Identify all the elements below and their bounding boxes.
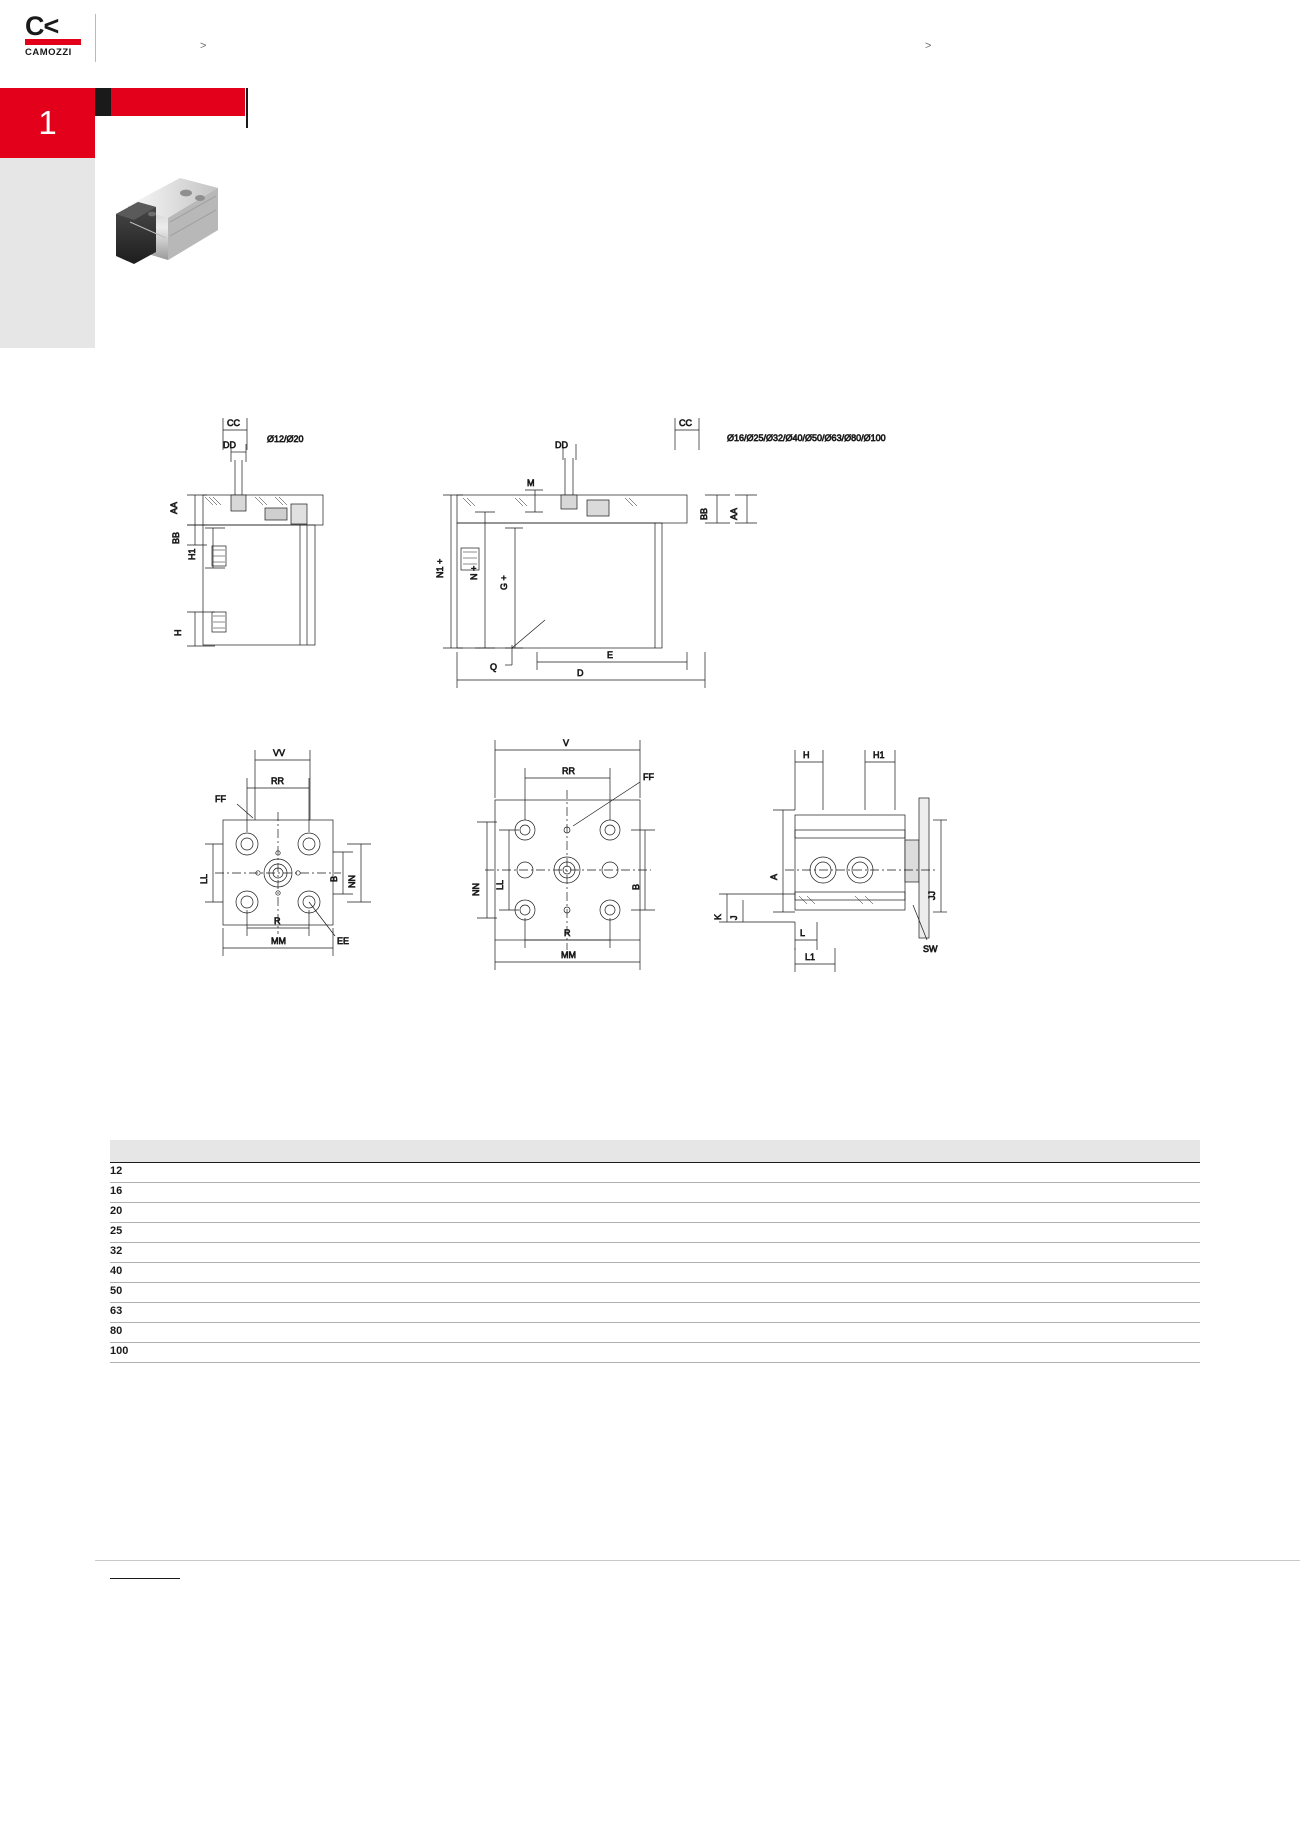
dim-LL-1: LL — [199, 874, 209, 884]
dim-V: V — [563, 738, 569, 748]
table-row: 25 — [110, 1223, 1200, 1243]
dim-JJ: JJ — [927, 891, 937, 900]
dimensions-table: 12 16 20 25 32 40 50 63 80 100 — [110, 1140, 1200, 1363]
footer-rule — [110, 1578, 180, 1579]
dim-EE: EE — [337, 936, 349, 946]
bore-value: 50 — [110, 1285, 123, 1297]
dim-RR-2: RR — [562, 766, 575, 776]
bore-value: 32 — [110, 1245, 123, 1257]
dim-N: N + — [469, 566, 479, 580]
logo-wordmark: CAMOZZI — [25, 47, 72, 58]
bore-value: 80 — [110, 1325, 123, 1337]
bore-value: 25 — [110, 1225, 123, 1237]
dim-R-1: R — [274, 916, 281, 926]
logo-bar — [25, 39, 81, 45]
dim-B-2: B — [631, 884, 641, 890]
header-divider — [95, 14, 96, 62]
table-row: 50 — [110, 1283, 1200, 1303]
bore-value: 12 — [110, 1165, 123, 1177]
dim-LL-2: LL — [495, 880, 505, 890]
dim-L1: L1 — [805, 952, 815, 962]
dim-H1-1: H1 — [187, 548, 197, 560]
dim-E: E — [607, 650, 613, 660]
dim-SW: SW — [923, 944, 938, 954]
dim-FF-2: FF — [643, 772, 654, 782]
dim-BB-1: BB — [171, 532, 181, 544]
dim-A: A — [769, 874, 779, 880]
label-large-bore: Ø16/Ø25/Ø32/Ø40/Ø50/Ø63/Ø80/Ø100 — [727, 433, 886, 443]
bore-value: 63 — [110, 1305, 123, 1317]
product-photo — [110, 160, 235, 270]
dim-FF-1: FF — [215, 794, 226, 804]
camozzi-logo: C< CAMOZZI — [25, 11, 85, 58]
dim-NN-1: NN — [347, 875, 357, 888]
dim-RR-1: RR — [271, 776, 284, 786]
dim-DD-2: DD — [555, 440, 568, 450]
header-breadcrumb-left: > — [200, 40, 207, 52]
dim-NN-2: NN — [471, 883, 481, 896]
chapter-tab — [0, 88, 95, 158]
dim-M: M — [527, 478, 535, 488]
header-breadcrumb-right: > — [925, 40, 932, 52]
dim-R-2: R — [564, 928, 571, 938]
bore-value: 20 — [110, 1205, 123, 1217]
dim-BB-2: BB — [699, 508, 709, 520]
dim-AA-1: AA — [169, 502, 179, 514]
dim-G: G + — [499, 575, 509, 590]
dim-H1-2: H1 — [873, 750, 885, 760]
dim-CC-2: CC — [679, 418, 692, 428]
bore-value: 40 — [110, 1265, 123, 1277]
dim-H-1: H — [173, 630, 183, 637]
dim-N1: N1 + — [435, 559, 445, 578]
table-row: 16 — [110, 1183, 1200, 1203]
dim-VV: VV — [273, 748, 285, 758]
table-row: 12 — [110, 1163, 1200, 1183]
table-row: 40 — [110, 1263, 1200, 1283]
title-stem — [246, 88, 248, 128]
logo-mark-icon: C< — [25, 11, 59, 41]
dim-J: J — [729, 916, 739, 921]
table-row: 63 — [110, 1303, 1200, 1323]
dim-B-1: B — [329, 876, 339, 882]
dim-DD-1: DD — [223, 440, 236, 450]
dim-H-2: H — [803, 750, 810, 760]
rail-grey-block — [0, 158, 95, 348]
dim-CC-1: CC — [227, 418, 240, 428]
label-small-bore: Ø12/Ø20 — [267, 434, 304, 444]
bore-value: 16 — [110, 1185, 123, 1197]
technical-drawing-area: Ø12/Ø20 — [95, 400, 1300, 1040]
table-row: 32 — [110, 1243, 1200, 1263]
title-red-block — [111, 88, 245, 116]
chapter-number: 1 — [38, 104, 57, 141]
table-row: 100 — [110, 1343, 1200, 1363]
bore-value: 100 — [110, 1345, 129, 1357]
dim-MM-2: MM — [561, 950, 576, 960]
dim-AA-2: AA — [729, 508, 739, 520]
footer-divider — [95, 1560, 1300, 1561]
dim-Q: Q — [490, 662, 497, 672]
dim-D: D — [577, 668, 584, 678]
table-row: 20 — [110, 1203, 1200, 1223]
dim-MM-1: MM — [271, 936, 286, 946]
dim-L: L — [800, 928, 805, 938]
table-header-row — [110, 1140, 1200, 1163]
dim-K: K — [713, 914, 723, 920]
table-row: 80 — [110, 1323, 1200, 1343]
title-black-block — [95, 88, 111, 116]
